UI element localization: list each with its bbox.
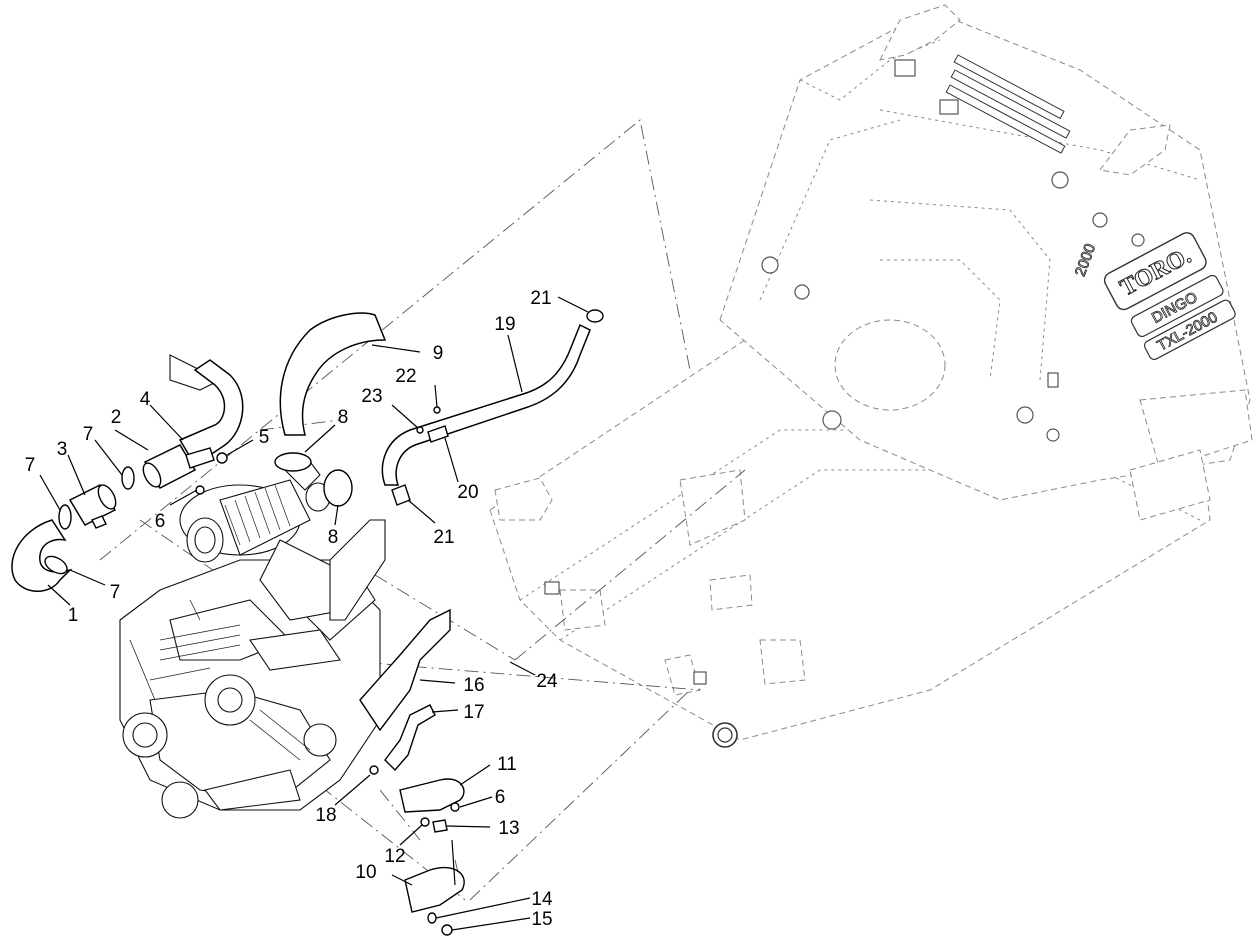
part-9-intake-hose [279, 312, 387, 436]
part-4-bent-pipe [178, 359, 244, 467]
part-5-bolt [216, 452, 228, 464]
callout-5: 5 [259, 427, 270, 448]
part-13-bolt [432, 819, 448, 833]
callout-14: 14 [531, 889, 553, 910]
callout-7-bottom: 7 [110, 582, 121, 603]
part-6-nut-b [450, 802, 460, 812]
callout-9: 9 [433, 343, 444, 364]
callout-3: 3 [57, 439, 68, 460]
callout-22: 22 [395, 366, 416, 387]
parts [11, 309, 604, 936]
callout-11: 11 [497, 754, 517, 775]
callout-6-upper: 6 [155, 511, 166, 532]
part-18-bolt [369, 765, 379, 775]
part-21-clamp-a [586, 309, 604, 323]
callout-15: 15 [531, 909, 552, 930]
callout-8-top: 8 [338, 407, 349, 428]
callout-20: 20 [457, 482, 478, 503]
callout-24: 24 [536, 671, 558, 692]
part-12-washer [420, 817, 430, 827]
callout-7-left: 7 [25, 455, 36, 476]
part-8-clamp-a [274, 452, 312, 472]
leader-lines [39, 296, 589, 931]
part-7-clamp-b [44, 555, 68, 575]
part-17-bracket [384, 704, 436, 772]
control-panel-slots [894, 54, 1071, 154]
callout-17: 17 [463, 702, 484, 723]
part-14-washer [427, 912, 437, 924]
part-22-screw [433, 406, 441, 414]
callout-labels: 1 2 3 4 5 6 6 7 7 7 8 8 9 10 11 12 13 14… [25, 288, 558, 930]
part-6-nut [195, 485, 205, 495]
callout-23: 23 [361, 386, 382, 407]
callout-7-top: 7 [83, 424, 94, 445]
callout-21-top: 21 [530, 288, 551, 309]
part-16-shield [359, 608, 451, 732]
part-8-clamp-b [323, 469, 353, 507]
callout-21-bottom: 21 [433, 527, 454, 548]
part-23-nut [416, 426, 424, 434]
callout-2: 2 [111, 407, 122, 428]
callout-10: 10 [355, 862, 376, 883]
callout-4: 4 [140, 389, 151, 410]
callout-16: 16 [463, 675, 484, 696]
part-15-bolt [441, 924, 453, 936]
part-1-elbow-hose [11, 519, 73, 592]
air-cleaner [179, 454, 346, 621]
callout-1: 1 [68, 605, 79, 626]
callout-8-bottom: 8 [328, 527, 339, 548]
part-19-hose [381, 323, 591, 486]
part-20-tee [427, 425, 449, 443]
part-11-mount [399, 778, 465, 813]
part-7-clamp-a [58, 504, 72, 530]
callout-19: 19 [494, 314, 515, 335]
part-21-fitting-b [391, 484, 411, 506]
engine-assembly [119, 354, 386, 819]
callout-6-lower: 6 [495, 787, 506, 808]
callout-13: 13 [498, 818, 519, 839]
part-7-clamp-c [121, 466, 135, 490]
part-10-lower-mount [404, 866, 465, 913]
callout-12: 12 [384, 846, 405, 867]
machine-frame: TORO. DINGO TXL-2000 2000 [489, 4, 1253, 748]
callout-18: 18 [315, 805, 336, 826]
engine-fins [129, 599, 311, 761]
